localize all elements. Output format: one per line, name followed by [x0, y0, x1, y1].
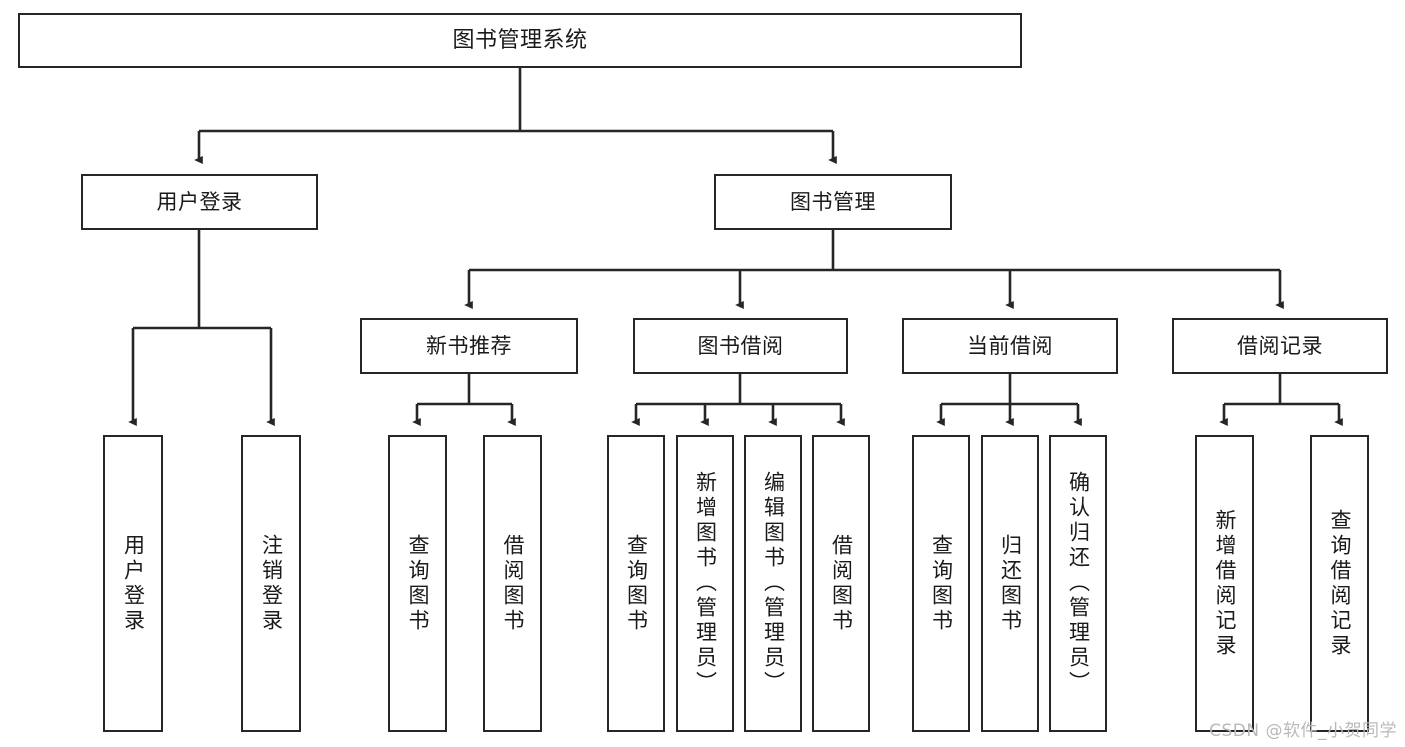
node-label: 确认归还（管理员） — [1066, 471, 1091, 696]
leaf-confirm-return-admin[interactable]: 确认归还（管理员） — [1049, 435, 1107, 732]
node-label: 查询图书 — [406, 533, 430, 634]
node-root-book-management-system[interactable]: 图书管理系统 — [18, 13, 1022, 68]
node-borrowing-records[interactable]: 借阅记录 — [1172, 318, 1388, 374]
node-label: 查询图书 — [929, 533, 954, 634]
node-user-login[interactable]: 用户登录 — [81, 174, 318, 230]
node-label: 归还图书 — [998, 533, 1023, 634]
leaf-edit-book-admin[interactable]: 编辑图书（管理员） — [744, 435, 802, 732]
leaf-logout[interactable]: 注销登录 — [241, 435, 301, 732]
leaf-query-book-2[interactable]: 查询图书 — [607, 435, 665, 732]
node-label: 查询图书 — [624, 533, 649, 634]
node-label: 图书管理 — [790, 189, 876, 214]
node-current-borrowing[interactable]: 当前借阅 — [902, 318, 1118, 374]
csdn-watermark: CSDN @软件_小贺同学 — [1209, 721, 1397, 741]
node-label: 注销登录 — [259, 533, 284, 634]
node-label: 借阅图书 — [829, 533, 854, 634]
node-label: 借阅图书 — [501, 533, 525, 634]
node-new-book-recommendation[interactable]: 新书推荐 — [360, 318, 578, 374]
node-label: 图书借阅 — [697, 333, 784, 358]
node-label: 当前借阅 — [967, 333, 1053, 358]
leaf-query-book-1[interactable]: 查询图书 — [388, 435, 447, 732]
node-label: 借阅记录 — [1237, 333, 1323, 358]
node-label: 图书管理系统 — [452, 27, 588, 53]
leaf-borrow-book-1[interactable]: 借阅图书 — [483, 435, 542, 732]
leaf-return-book[interactable]: 归还图书 — [981, 435, 1039, 732]
leaf-query-borrow-record[interactable]: 查询借阅记录 — [1310, 435, 1369, 732]
node-label: 用户登录 — [121, 533, 146, 634]
node-label: 用户登录 — [156, 189, 243, 214]
leaf-query-book-3[interactable]: 查询图书 — [912, 435, 970, 732]
node-label: 新书推荐 — [426, 333, 512, 358]
node-label: 编辑图书（管理员） — [761, 471, 786, 696]
leaf-add-book-admin[interactable]: 新增图书（管理员） — [676, 435, 734, 732]
node-book-borrowing[interactable]: 图书借阅 — [633, 318, 848, 374]
node-label: 查询借阅记录 — [1328, 508, 1352, 659]
node-label: 新增借阅记录 — [1213, 508, 1237, 659]
node-label: 新增图书（管理员） — [693, 471, 718, 696]
leaf-user-login[interactable]: 用户登录 — [103, 435, 163, 732]
leaf-borrow-book-2[interactable]: 借阅图书 — [812, 435, 870, 732]
node-book-management[interactable]: 图书管理 — [714, 174, 952, 230]
leaf-add-borrow-record[interactable]: 新增借阅记录 — [1195, 435, 1254, 732]
